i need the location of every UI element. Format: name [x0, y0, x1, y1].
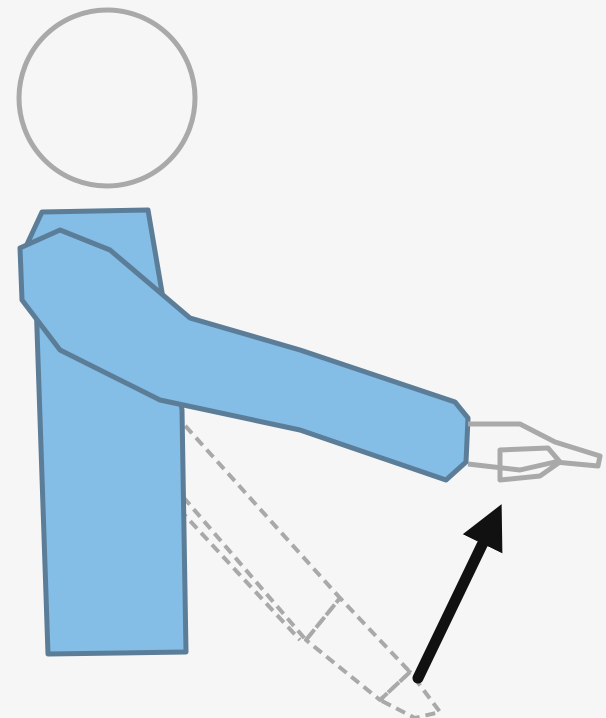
arm-raise-illustration [0, 0, 606, 718]
illustration-canvas [0, 0, 606, 718]
